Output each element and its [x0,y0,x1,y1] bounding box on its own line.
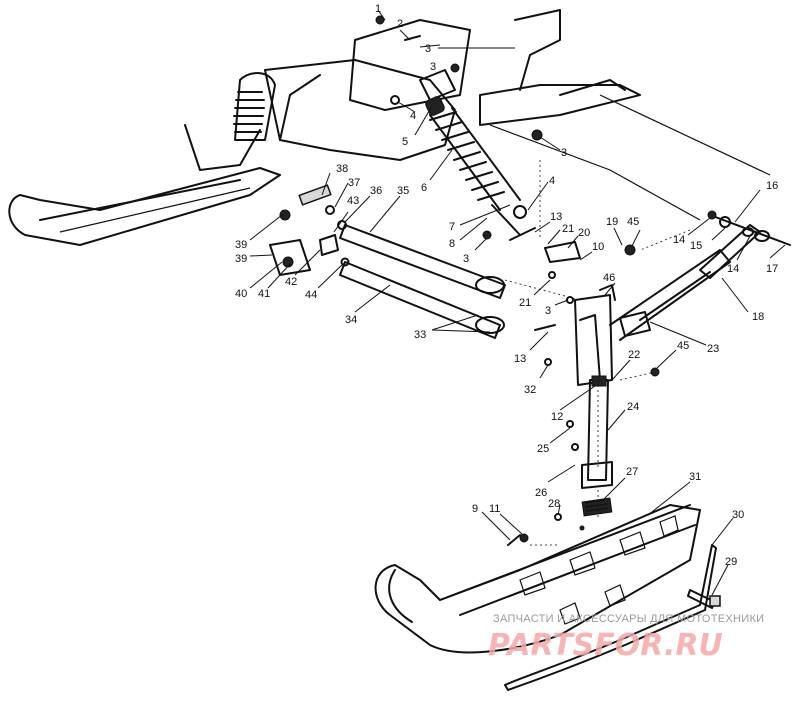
callout-15: 15 [690,240,702,252]
front-ski [374,504,701,654]
callout-41: 41 [258,288,270,300]
callout-36: 36 [370,185,382,197]
callout-1: 1 [375,3,381,15]
shock-absorber [419,69,527,236]
callout-labels: 1 2 3 3 4 5 6 3 4 7 8 3 13 21 20 10 19 4… [235,3,786,596]
callout-14b: 14 [727,263,739,275]
callout-39: 39 [235,239,247,251]
tie-rod [639,210,791,321]
callout-23: 23 [707,343,719,355]
callout-45: 45 [627,216,639,228]
callout-19: 19 [606,216,618,228]
callout-44: 44 [305,289,317,301]
callout-21: 21 [562,223,574,235]
callout-26: 26 [535,487,547,499]
center-hardware [375,15,660,451]
callout-9: 9 [472,503,478,515]
callout-5: 5 [402,136,408,148]
callout-16: 16 [766,180,778,192]
callout-11: 11 [489,503,500,515]
callout-4: 4 [410,110,416,122]
callout-33: 33 [414,329,426,341]
callout-35: 35 [397,185,409,197]
callout-42: 42 [285,276,297,288]
callout-39b: 39 [235,253,247,265]
watermark: ЗАПЧАСТИ И АКСЕССУАРЫ ДЛЯ МОТОТЕХНИКИ PA… [488,613,764,663]
callout-45b: 45 [677,340,689,352]
callout-25: 25 [537,443,549,455]
callout-31: 31 [689,471,701,483]
callout-43: 43 [347,195,359,207]
callout-7: 7 [449,221,455,233]
callout-13: 13 [550,211,562,223]
callout-24: 24 [627,401,639,413]
callout-21b: 21 [519,297,531,309]
callout-2: 2 [397,18,403,30]
callout-3: 3 [425,43,431,55]
watermark-subtitle: ЗАПЧАСТИ И АКСЕССУАРЫ ДЛЯ МОТОТЕХНИКИ [493,613,764,625]
callout-37: 37 [348,177,360,189]
assembly-guides [504,160,691,546]
callout-32: 32 [524,384,536,396]
ski-post [581,375,613,517]
callout-6: 6 [421,182,427,194]
callout-8: 8 [449,238,455,250]
chassis-frame [264,9,771,221]
callout-4b: 4 [549,175,555,187]
callout-38: 38 [336,163,348,175]
left-shock-spring [233,91,265,133]
callout-46: 46 [603,272,615,284]
spindle-assembly [574,249,731,386]
callout-18: 18 [752,311,764,323]
callout-14: 14 [673,234,685,246]
callout-3b: 3 [430,61,436,73]
callout-3d: 3 [463,253,469,265]
radius-rods [339,224,506,339]
callout-30: 30 [732,509,744,521]
watermark-brand: PARTSFOR.RU [488,628,723,663]
callout-34: 34 [345,314,357,326]
callout-20: 20 [578,227,590,239]
callout-29: 29 [725,556,737,568]
callout-22: 22 [628,349,640,361]
callout-17: 17 [766,263,778,275]
left-ski-assembly [8,72,281,246]
callout-28: 28 [548,498,560,510]
callout-3e: 3 [545,305,551,317]
fasteners [507,513,721,609]
wear-bar [504,544,717,691]
callout-27: 27 [626,466,638,478]
callout-40: 40 [235,288,247,300]
left-bracket-hardware [269,184,350,276]
callout-13b: 13 [514,353,526,365]
callout-12: 12 [551,411,563,423]
callout-10: 10 [592,241,604,253]
callout-3c: 3 [561,147,567,159]
